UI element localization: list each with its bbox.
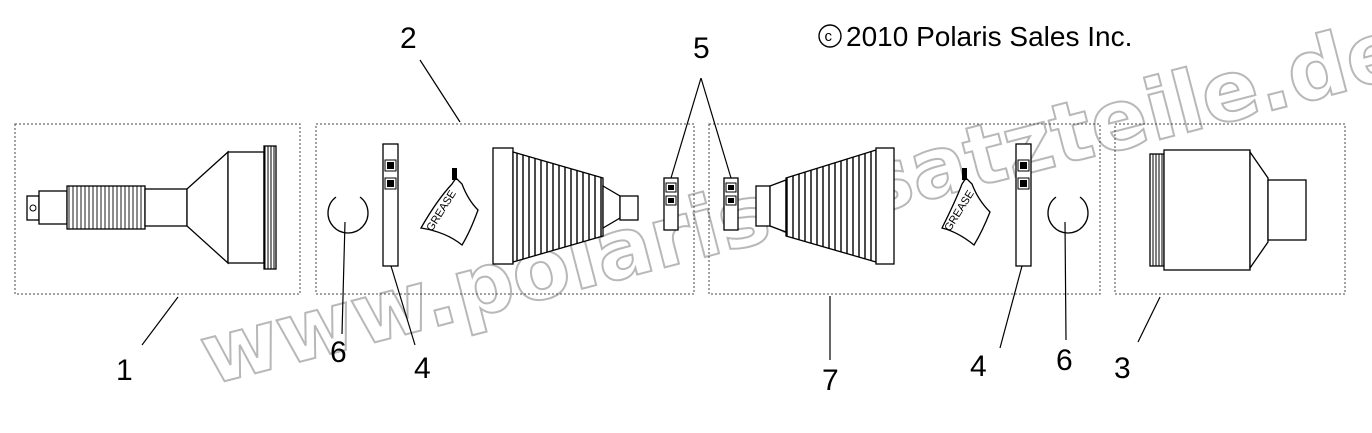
callout-6-right: 6 bbox=[1056, 344, 1073, 377]
grease-packet-left: GREASE bbox=[419, 168, 479, 246]
outer-boot-part bbox=[492, 147, 639, 265]
leader-6-right bbox=[1064, 221, 1067, 341]
callout-7: 7 bbox=[822, 364, 839, 397]
callout-1: 1 bbox=[116, 354, 133, 387]
small-clamp-right-part bbox=[723, 177, 739, 231]
inner-cv-joint-part bbox=[1149, 149, 1307, 271]
callout-2: 2 bbox=[400, 22, 417, 55]
group-box-outer-cv-joint bbox=[14, 123, 301, 295]
leader-5a bbox=[670, 77, 702, 179]
copyright-c-glyph: c bbox=[825, 28, 833, 45]
leader-5b bbox=[700, 77, 732, 179]
leader-6-left bbox=[341, 221, 346, 335]
leader-3 bbox=[1137, 296, 1161, 343]
leader-4-right bbox=[999, 265, 1023, 349]
boot-clamp-left-part bbox=[382, 143, 399, 267]
callout-5: 5 bbox=[693, 32, 710, 65]
copyright-circle bbox=[818, 24, 842, 48]
leader-1 bbox=[141, 296, 179, 346]
copyright-text: 2010 Polaris Sales Inc. bbox=[846, 21, 1132, 52]
boot-clamp-right-part bbox=[1015, 143, 1032, 267]
circlip-left-part bbox=[327, 196, 369, 234]
leader-2 bbox=[419, 59, 461, 123]
callout-4-right: 4 bbox=[970, 350, 987, 383]
leader-4-left bbox=[390, 265, 416, 346]
callout-3: 3 bbox=[1114, 352, 1131, 385]
group-box-outer-boot-kit bbox=[315, 123, 695, 295]
small-clamp-left-part bbox=[663, 177, 679, 231]
group-box-inner-boot-kit bbox=[708, 123, 1101, 295]
callout-4-left: 4 bbox=[414, 352, 431, 385]
inner-boot-part bbox=[755, 147, 895, 265]
circlip-right-part bbox=[1047, 196, 1089, 234]
callout-6-left: 6 bbox=[330, 336, 347, 369]
outer-cv-joint-part bbox=[26, 145, 277, 270]
